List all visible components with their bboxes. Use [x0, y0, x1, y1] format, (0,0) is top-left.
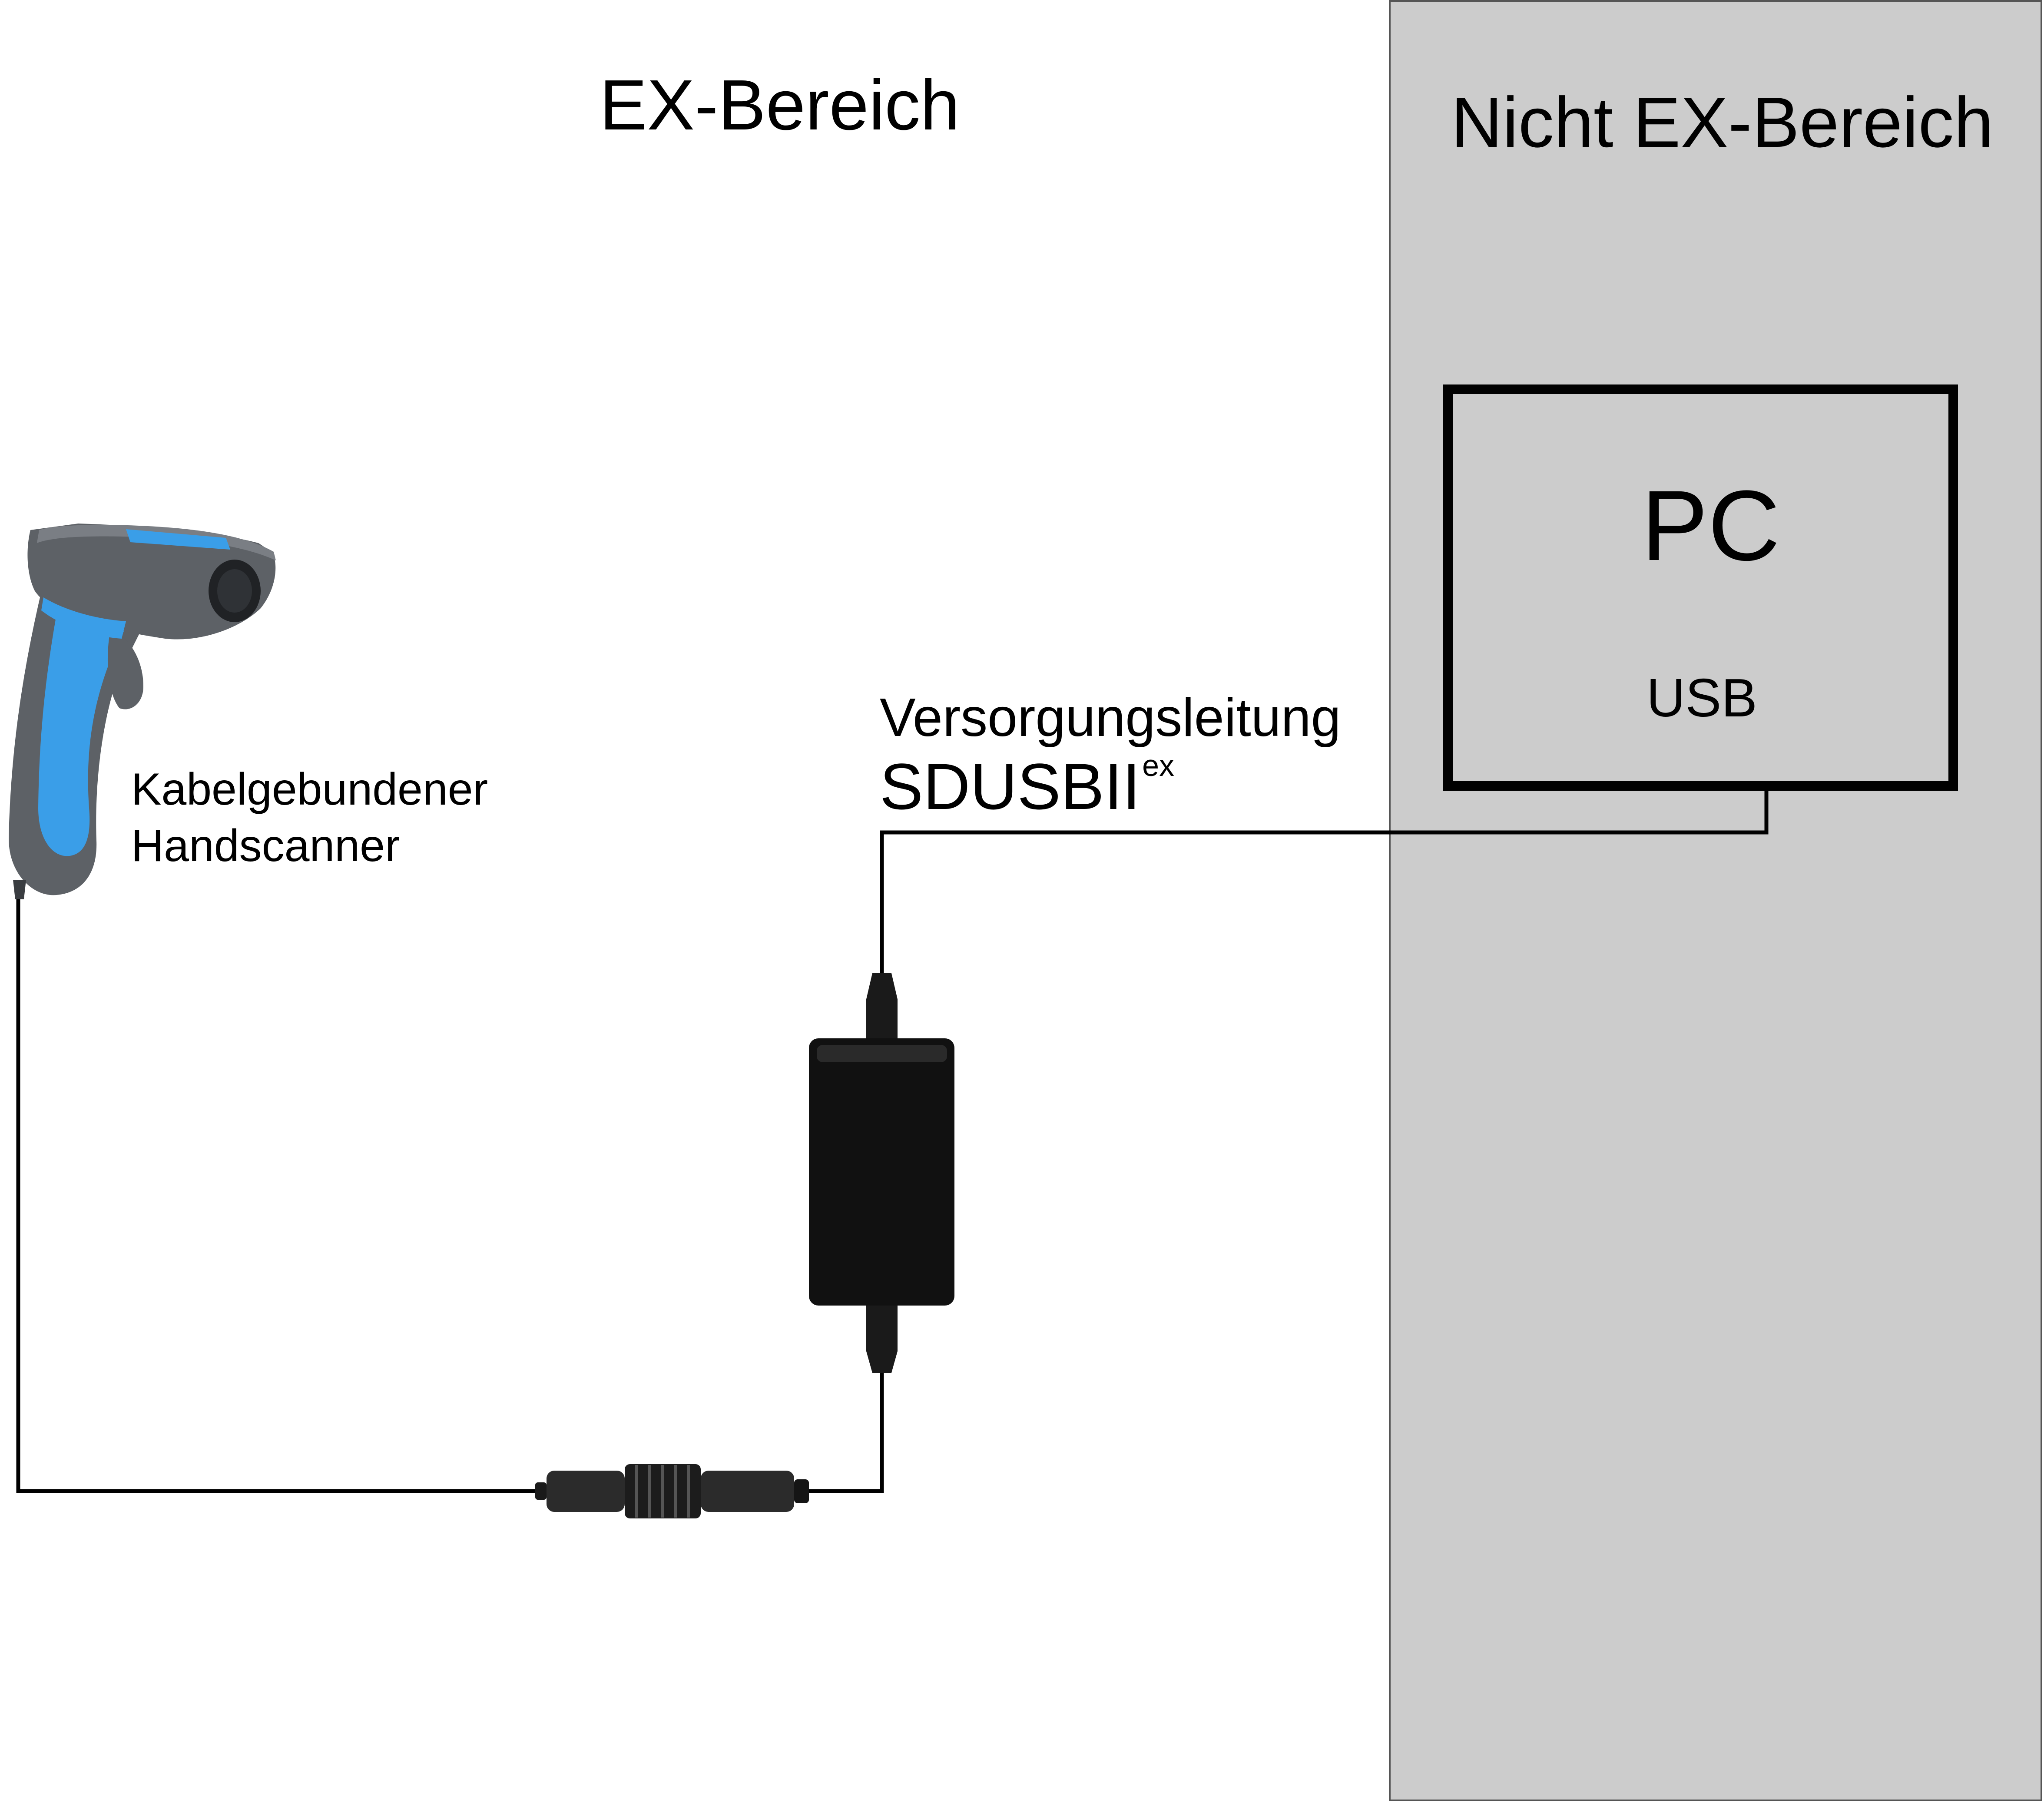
cable-name-superscript: ex: [1142, 749, 1175, 782]
non-ex-area-title: Nicht EX-Bereich: [1451, 83, 1994, 162]
cable-name: SDUSBIIex: [880, 750, 1174, 819]
cable-label-line1: Versorgungsleitung: [880, 688, 1341, 748]
scanner-label-line2: Handscanner: [131, 821, 400, 871]
pc-box: [1443, 384, 1958, 791]
inline-connector: [535, 1464, 809, 1518]
scanner-label-line1: Kabelgebundener: [131, 764, 488, 815]
adapter-to-pc-cable: [880, 791, 1769, 973]
scanner-cable: [16, 899, 541, 1493]
pc-label: PC: [1641, 470, 1780, 581]
power-adapter: [809, 973, 954, 1373]
non-ex-zone: [1389, 0, 2042, 1801]
usb-port-label: USB: [1646, 668, 1757, 728]
ex-area-title: EX-Bereich: [600, 65, 960, 145]
connector-to-adapter-cable: [808, 1373, 884, 1493]
handheld-scanner-icon: [9, 524, 276, 899]
cable-name-text: SDUSBII: [880, 750, 1141, 823]
